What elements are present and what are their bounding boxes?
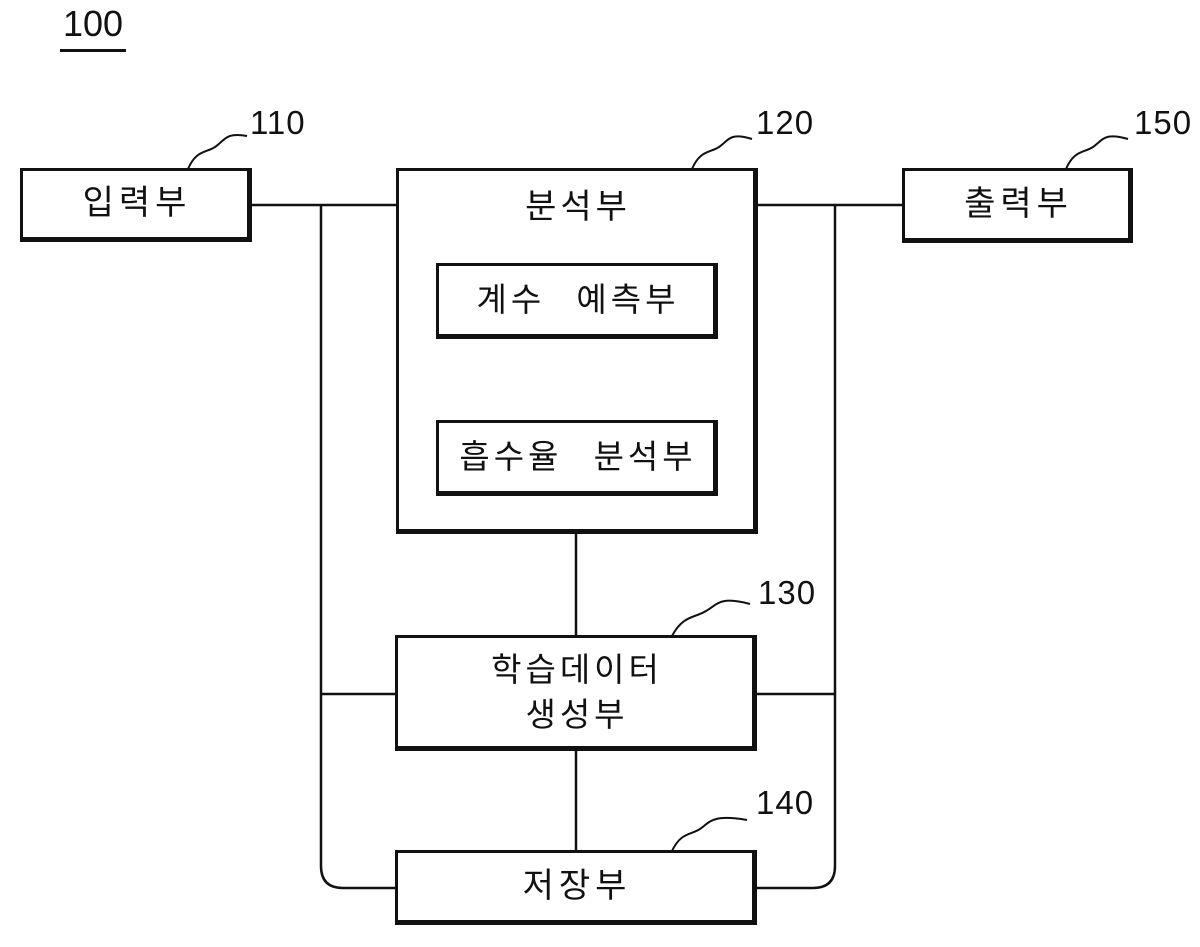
block-storage-unit: 저장부 [395, 850, 757, 925]
block-label: 저장부 [523, 864, 632, 910]
figure-number: 100 [60, 6, 126, 52]
block-absorption-analysis-unit: 흡수율 분석부 [436, 420, 718, 496]
ref-label-output-unit: 150 [1134, 106, 1192, 139]
block-coefficient-prediction-unit: 계수 예측부 [436, 263, 718, 339]
block-output-unit: 출력부 [902, 168, 1133, 243]
block-label: 입력부 [83, 181, 192, 227]
block-training-data-generation-unit: 학습데이터 생성부 [395, 635, 757, 751]
ref-label-storage-unit: 140 [756, 786, 814, 819]
block-input-unit: 입력부 [20, 168, 252, 242]
block-analysis-unit: 분석부 계수 예측부 흡수율 분석부 [396, 168, 758, 534]
block-label: 분석부 [525, 185, 631, 231]
block-label: 출력부 [964, 182, 1073, 228]
leader-line-120 [692, 136, 752, 169]
ref-label-input-unit: 110 [250, 106, 306, 139]
block-label-line1: 학습데이터 [491, 647, 663, 692]
block-label: 계수 예측부 [477, 278, 680, 323]
leader-line-130 [672, 601, 750, 636]
leader-line-150 [1066, 136, 1128, 169]
leader-line-140 [672, 818, 747, 851]
connector-left-bus [321, 205, 395, 888]
block-label-line2: 생성부 [525, 692, 628, 737]
leader-line-110 [188, 135, 247, 169]
block-label: 흡수율 분석부 [459, 435, 696, 480]
ref-label-analysis-unit: 120 [756, 106, 814, 139]
ref-label-training-data-unit: 130 [758, 576, 816, 609]
